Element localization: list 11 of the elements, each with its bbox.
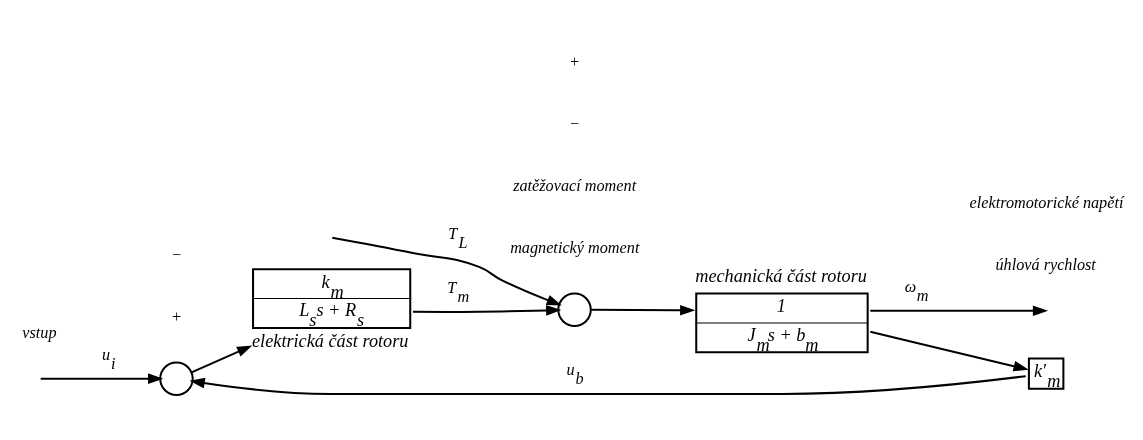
- label: −: [170, 245, 182, 264]
- label: vstup: [22, 323, 57, 342]
- node-label: mechanická část rotoru: [695, 265, 867, 286]
- label: +: [170, 307, 182, 326]
- node-label: elektrická část rotoru: [252, 330, 409, 351]
- label: magnetický moment: [510, 238, 640, 257]
- label: elektromotorické napětí: [969, 193, 1124, 212]
- label: zatěžovací moment: [513, 176, 637, 195]
- label: −: [568, 114, 580, 133]
- label: úhlová rychlost: [995, 255, 1096, 274]
- label: +: [568, 52, 580, 71]
